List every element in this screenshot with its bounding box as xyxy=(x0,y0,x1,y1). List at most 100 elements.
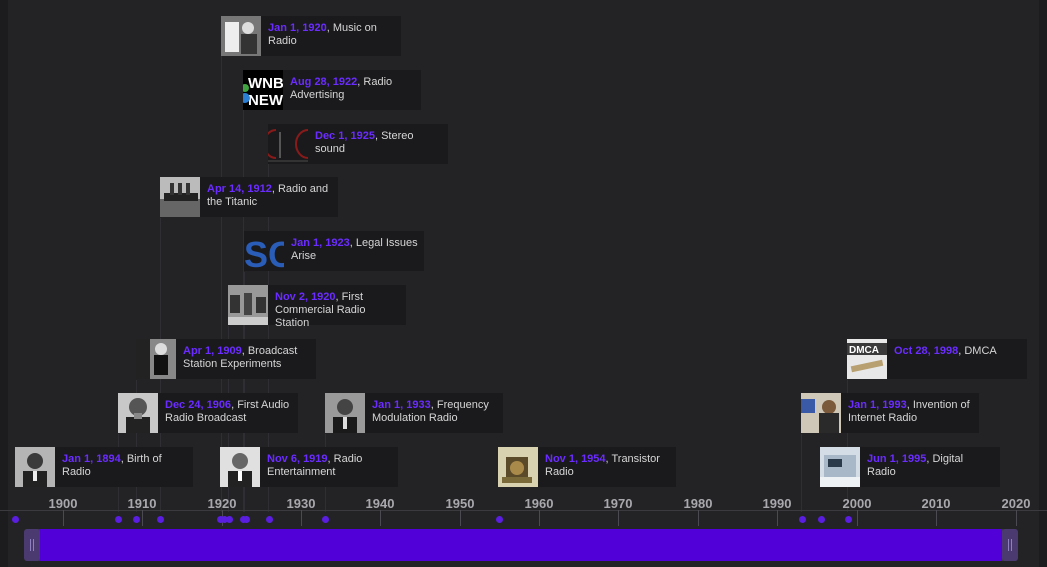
navigator-right-handle[interactable] xyxy=(1002,529,1018,561)
event-stem xyxy=(136,380,137,512)
event-marker[interactable] xyxy=(496,516,503,523)
event-title: Radio and the Titanic xyxy=(207,183,329,208)
event-date: Jan 1, 1923 xyxy=(291,237,350,249)
event-marker[interactable] xyxy=(12,516,19,523)
event-stem xyxy=(244,272,245,512)
axis-tick xyxy=(380,510,381,526)
internet-radio-photo-icon xyxy=(801,393,841,433)
year-label: 1910 xyxy=(127,496,157,511)
year-label: 1930 xyxy=(286,496,316,511)
event-card[interactable]: SC Jan 1, 1923, Legal Issues Arise xyxy=(244,231,424,271)
event-title: First Commercial Radio Station xyxy=(275,291,366,329)
axis-tick xyxy=(777,510,778,526)
radio-station-photo-icon xyxy=(228,285,268,325)
event-card[interactable]: Jan 1, 1933, Frequency Modulation Radio xyxy=(325,393,503,433)
portrait-photo-icon xyxy=(118,393,158,433)
event-title: DMCA xyxy=(964,345,997,357)
year-label: 2010 xyxy=(921,496,951,511)
photo-musicians-icon xyxy=(221,16,261,56)
event-stem xyxy=(847,380,848,512)
event-marker[interactable] xyxy=(322,516,329,523)
event-stem xyxy=(221,56,222,512)
event-marker[interactable] xyxy=(221,516,228,523)
sc-logo-icon: SC xyxy=(244,231,284,271)
axis-tick xyxy=(460,510,461,526)
event-title: Transistor Radio xyxy=(545,453,660,478)
event-marker[interactable] xyxy=(157,516,164,523)
event-date: Dec 1, 1925 xyxy=(315,130,375,142)
event-title: Stereo sound xyxy=(315,130,414,155)
event-marker[interactable] xyxy=(818,516,825,523)
event-card[interactable]: Apr 14, 1912, Radio and the Titanic xyxy=(160,177,338,217)
event-date: Dec 24, 1906 xyxy=(165,399,232,411)
event-card[interactable]: Nov 6, 1919, Radio Entertainment xyxy=(220,447,398,487)
event-marker[interactable] xyxy=(226,516,233,523)
axis-tick xyxy=(63,510,64,526)
event-card[interactable]: Nov 2, 1920, First Commercial Radio Stat… xyxy=(228,285,406,329)
event-marker[interactable] xyxy=(243,516,250,523)
titanic-photo-icon xyxy=(160,177,200,217)
digital-radio-photo-icon xyxy=(820,447,860,487)
transistor-photo-icon xyxy=(498,447,538,487)
event-date: Apr 14, 1912 xyxy=(207,183,272,195)
event-date: Jan 1, 1894 xyxy=(62,453,121,465)
svg-text:NEW: NEW xyxy=(248,92,283,109)
axis-tick xyxy=(539,510,540,526)
event-marker[interactable] xyxy=(845,516,852,523)
event-card[interactable]: Jun 1, 1995, Digital Radio xyxy=(820,447,1000,487)
event-date: Aug 28, 1922 xyxy=(290,76,358,88)
event-marker[interactable] xyxy=(115,516,122,523)
year-label: 1900 xyxy=(48,496,78,511)
dmca-logo-icon: DMCA xyxy=(847,339,887,379)
event-marker[interactable] xyxy=(266,516,273,523)
event-title: First Audio Radio Broadcast xyxy=(165,399,290,424)
event-card[interactable]: Dec 1, 1925, Stereo sound xyxy=(268,124,448,164)
event-date: Nov 1, 1954 xyxy=(545,453,606,465)
event-stem xyxy=(268,164,269,512)
year-label: 1920 xyxy=(207,496,237,511)
right-gutter xyxy=(1039,0,1047,567)
event-date: Nov 6, 1919 xyxy=(267,453,328,465)
event-title: Radio Advertising xyxy=(290,76,393,101)
event-card[interactable]: Dec 24, 1906, First Audio Radio Broadcas… xyxy=(118,393,298,433)
event-card[interactable]: Jan 1, 1993, Invention of Internet Radio xyxy=(801,393,979,433)
year-label: 1940 xyxy=(365,496,395,511)
event-date: Jan 1, 1993 xyxy=(848,399,907,411)
year-label: 1980 xyxy=(683,496,713,511)
event-date: Apr 1, 1909 xyxy=(183,345,242,357)
event-marker[interactable] xyxy=(133,516,140,523)
axis-tick xyxy=(142,510,143,526)
experiment-photo-icon xyxy=(136,339,176,379)
event-card[interactable]: Apr 1, 1909, Broadcast Station Experimen… xyxy=(136,339,316,379)
event-title: Invention of Internet Radio xyxy=(848,399,970,424)
axis-tick xyxy=(301,510,302,526)
event-title: Legal Issues Arise xyxy=(291,237,418,262)
axis-tick xyxy=(1016,510,1017,526)
event-title: Music on Radio xyxy=(268,22,377,47)
axis-tick xyxy=(618,510,619,526)
event-card[interactable]: Jan 1, 1894, Birth of Radio xyxy=(15,447,193,487)
event-card[interactable]: Nov 1, 1954, Transistor Radio xyxy=(498,447,676,487)
event-title: Radio Entertainment xyxy=(267,453,363,478)
event-marker[interactable] xyxy=(217,516,224,523)
event-marker[interactable] xyxy=(799,516,806,523)
event-title: Broadcast Station Experiments xyxy=(183,345,298,370)
event-date: Jun 1, 1995 xyxy=(867,453,927,465)
time-axis xyxy=(0,510,1047,511)
event-card[interactable]: Jan 1, 1920, Music on Radio xyxy=(221,16,401,56)
year-label: 1950 xyxy=(445,496,475,511)
event-card[interactable]: DMCA Oct 28, 1998, DMCA xyxy=(847,339,1027,379)
year-label: 2000 xyxy=(842,496,872,511)
year-label: 1970 xyxy=(603,496,633,511)
svg-text:SC: SC xyxy=(244,234,284,271)
event-date: Jan 1, 1920 xyxy=(268,22,327,34)
grip-icon xyxy=(1008,539,1009,551)
event-stem xyxy=(801,434,802,512)
left-gutter xyxy=(0,0,8,567)
navigator-range[interactable] xyxy=(40,529,1002,561)
axis-tick xyxy=(857,510,858,526)
navigator-left-handle[interactable] xyxy=(24,529,40,561)
